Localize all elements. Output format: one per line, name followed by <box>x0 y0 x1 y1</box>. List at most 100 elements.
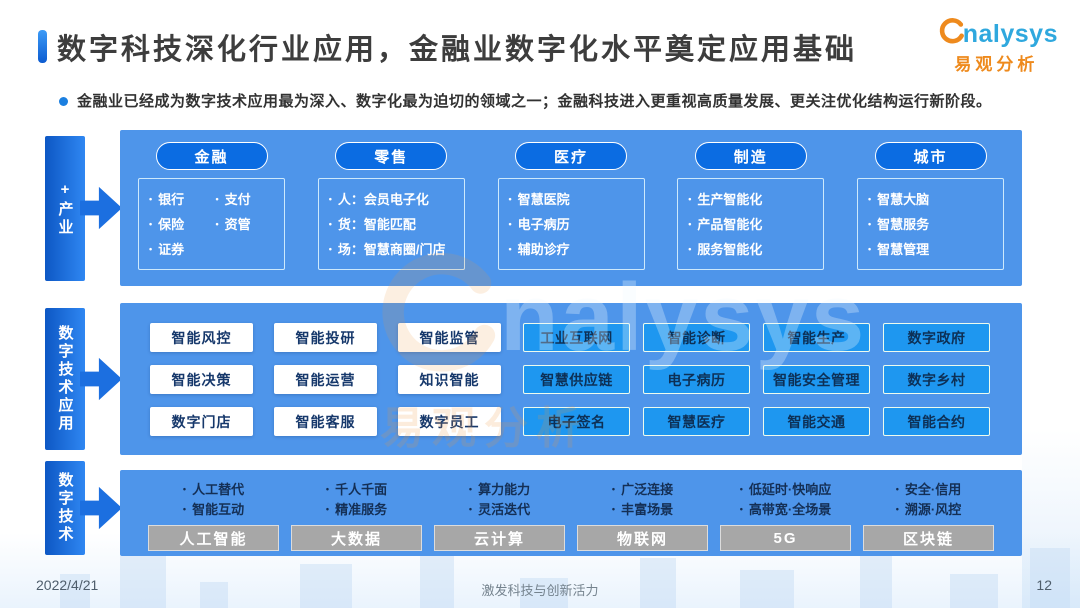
industry-item: 智慧大脑 <box>864 186 997 211</box>
footer-slogan: 激发科技与创新活力 <box>481 583 599 598</box>
application-box: 智能风控 <box>150 323 253 352</box>
industry-item: 电子病历 <box>505 211 638 236</box>
footer-date: 2022/4/21 <box>36 577 99 593</box>
tech-column-5g: 低延时·快响应 高带宽·全场景 5G <box>720 480 851 556</box>
page-subtitle: 金融业已经成为数字技术应用最为深入、数字化最为迫切的领域之一；金融科技进入更重视… <box>77 93 992 110</box>
industry-pill: 城市 <box>874 142 987 170</box>
industry-item-box: 生产智能化 产品智能化 服务智能化 <box>677 178 825 270</box>
band3-technologies-panel: 人工替代 智能互动 人工智能 千人千面 精准服务 大数据 算力能力 灵活迭代 云… <box>120 470 1022 556</box>
industry-item: 服务智能化 <box>684 236 817 261</box>
band1-industries-panel: 金融 银行 支付 保险 资管 证券 零售 人：会员电子化 货：智能匹配 场：智慧… <box>120 130 1022 286</box>
tech-feature: 算力能力 <box>469 480 530 500</box>
application-box: 数字乡村 <box>883 365 990 394</box>
applications-blue-grid: 工业互联网 智能诊断 智能生产 数字政府 智慧供应链 电子病历 智能安全管理 数… <box>523 323 990 436</box>
analysys-swirl-icon <box>939 17 964 43</box>
application-box: 电子病历 <box>643 365 750 394</box>
band1-label: +产业 <box>45 136 85 281</box>
page-title: 数字科技深化行业应用，金融业数字化水平奠定应用基础 <box>57 34 858 66</box>
industry-group-retail: 零售 人：会员电子化 货：智能匹配 场：智慧商圈/门店 <box>317 142 465 286</box>
application-box: 知识智能 <box>398 365 501 394</box>
skyline-building <box>60 574 90 608</box>
industry-group-manufacturing: 制造 生产智能化 产品智能化 服务智能化 <box>677 142 825 286</box>
industry-item: 支付 <box>212 186 279 211</box>
application-box: 工业互联网 <box>523 323 630 352</box>
tech-feature: 人工替代 <box>183 480 244 500</box>
arrow-icon <box>80 486 122 530</box>
tech-column-cloud: 算力能力 灵活迭代 云计算 <box>434 480 565 556</box>
industry-item: 智慧医院 <box>505 186 638 211</box>
industry-item: 人：会员电子化 <box>325 186 458 211</box>
band2-label: 数字技术应用 <box>45 308 85 450</box>
application-box: 智能生产 <box>763 323 870 352</box>
industry-item-box: 智慧大脑 智慧服务 智慧管理 <box>857 178 1004 270</box>
industry-item: 智慧管理 <box>864 236 997 261</box>
application-box: 电子签名 <box>523 407 630 436</box>
tech-label: 5G <box>720 525 851 551</box>
application-box: 智能交通 <box>763 407 870 436</box>
application-box: 智慧供应链 <box>523 365 630 394</box>
industry-item: 保险 <box>145 211 212 236</box>
skyline-building <box>200 582 228 608</box>
application-box: 数字员工 <box>398 407 501 436</box>
tech-column-ai: 人工替代 智能互动 人工智能 <box>148 480 279 556</box>
industry-pill: 医疗 <box>515 142 627 170</box>
footer-page-number: 12 <box>1036 577 1052 593</box>
skyline-building <box>740 570 794 608</box>
tech-feature: 广泛连接 <box>612 480 673 500</box>
application-box: 智能合约 <box>883 407 990 436</box>
skyline-building <box>120 556 166 608</box>
tech-column-blockchain: 安全·信用 溯源·风控 区块链 <box>863 480 994 556</box>
application-box: 智能监管 <box>398 323 501 352</box>
application-box: 数字门店 <box>150 407 253 436</box>
industry-item: 银行 <box>145 186 212 211</box>
tech-label: 区块链 <box>863 525 994 551</box>
skyline-building <box>860 552 892 608</box>
tech-column-bigdata: 千人千面 精准服务 大数据 <box>291 480 422 556</box>
industry-item-box: 智慧医院 电子病历 辅助诊疗 <box>497 178 645 270</box>
tech-label: 云计算 <box>434 525 565 551</box>
skyline-building <box>950 574 998 608</box>
application-box: 智能客服 <box>274 407 377 436</box>
tech-feature: 丰富场景 <box>612 500 673 520</box>
tech-label: 物联网 <box>577 525 708 551</box>
application-box: 智能安全管理 <box>763 365 870 394</box>
tech-feature: 智能互动 <box>183 500 244 520</box>
industry-item: 产品智能化 <box>684 211 817 236</box>
tech-label: 人工智能 <box>148 525 279 551</box>
application-box: 智能投研 <box>274 323 377 352</box>
applications-white-grid: 智能风控 智能投研 智能监管 智能决策 智能运营 知识智能 数字门店 智能客服 … <box>150 323 501 436</box>
industry-item: 证券 <box>145 236 212 261</box>
title-accent-bar <box>38 30 47 63</box>
industry-group-city: 城市 智慧大脑 智慧服务 智慧管理 <box>857 142 1004 286</box>
industry-item: 资管 <box>212 211 279 236</box>
application-box: 数字政府 <box>883 323 990 352</box>
skyline-building <box>520 578 568 608</box>
tech-feature: 溯源·风控 <box>896 500 961 520</box>
tech-feature: 灵活迭代 <box>469 500 530 520</box>
tech-feature: 安全·信用 <box>896 480 961 500</box>
industry-group-medical: 医疗 智慧医院 电子病历 辅助诊疗 <box>497 142 645 286</box>
tech-column-iot: 广泛连接 丰富场景 物联网 <box>577 480 708 556</box>
industry-item: 生产智能化 <box>684 186 817 211</box>
arrow-icon <box>80 186 122 230</box>
tech-feature: 低延时·快响应 <box>740 480 831 500</box>
industry-item: 货：智能匹配 <box>325 211 458 236</box>
skyline-building <box>640 558 676 608</box>
industry-item: 场：智慧商圈/门店 <box>325 236 458 261</box>
industry-pill: 零售 <box>335 142 448 170</box>
industry-item-box: 人：会员电子化 货：智能匹配 场：智慧商圈/门店 <box>317 178 465 270</box>
bullet-icon <box>59 97 68 106</box>
band2-applications-panel: 智能风控 智能投研 智能监管 智能决策 智能运营 知识智能 数字门店 智能客服 … <box>120 303 1022 455</box>
tech-label: 大数据 <box>291 525 422 551</box>
application-box: 智能运营 <box>274 365 377 394</box>
application-box: 智慧医疗 <box>643 407 750 436</box>
logo-brand-text: nalysys <box>962 20 1058 48</box>
logo-row: nalysys <box>935 17 1058 49</box>
industry-group-finance: 金融 银行 支付 保险 资管 证券 <box>138 142 285 286</box>
analysys-logo: nalysys 易观分析 <box>935 17 1058 75</box>
industry-item: 辅助诊疗 <box>505 236 638 261</box>
industry-item-box: 银行 支付 保险 资管 证券 <box>138 178 285 270</box>
application-box: 智能诊断 <box>643 323 750 352</box>
skyline-building <box>300 564 352 608</box>
